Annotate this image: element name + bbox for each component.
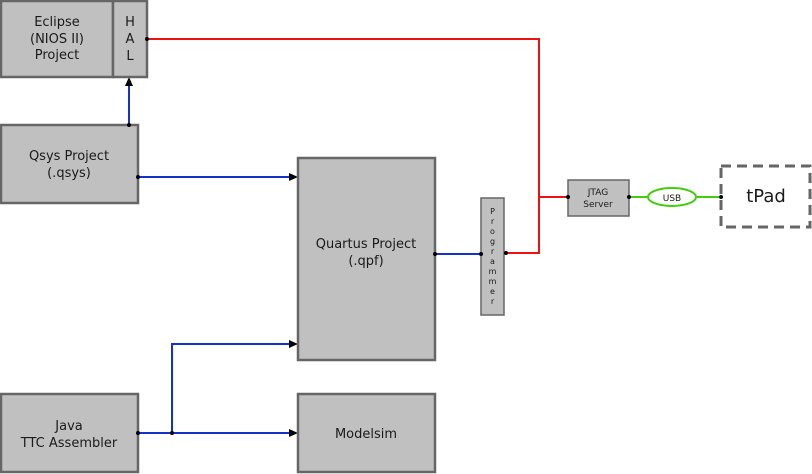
junction-dot [127, 123, 131, 127]
edge-hal-to-jtag [147, 38, 568, 198]
arrowhead [125, 77, 133, 86]
junction-dot [170, 431, 174, 435]
junction-dot [566, 195, 570, 199]
programmer-letter: r [491, 297, 495, 306]
eclipse-line-3: Project [35, 48, 79, 63]
qsys-line-1: Qsys Project [29, 149, 109, 164]
quartus-line-2: (.qpf) [348, 254, 383, 269]
node-usb[interactable]: USB [647, 187, 697, 207]
junction-dot [433, 252, 437, 256]
node-eclipse-project[interactable]: Eclipse (NIOS II) Project [0, 0, 115, 79]
junction-dot [136, 175, 140, 179]
modelsim-label: Modelsim [335, 427, 397, 442]
eclipse-line-1: Eclipse [34, 15, 80, 30]
programmer-letter: e [490, 287, 495, 296]
node-qsys-project[interactable]: Qsys Project (.qsys) [0, 123, 140, 205]
java-line-1: Java [54, 419, 82, 434]
junction-dot [504, 251, 508, 255]
edge-java-to-quartus [138, 343, 290, 434]
junction-dot [719, 195, 723, 199]
node-tpad[interactable]: tPad [719, 164, 812, 229]
node-java-ttc-assembler[interactable]: Java TTC Assembler [0, 392, 140, 474]
hal-letter: A [126, 32, 135, 47]
arrowhead [289, 173, 298, 181]
node-modelsim[interactable]: Modelsim [296, 392, 437, 474]
node-quartus-project[interactable]: Quartus Project (.qpf) [296, 156, 437, 362]
arrowhead [289, 429, 298, 437]
edge-programmer-to-jtag [506, 197, 540, 254]
java-line-2: TTC Assembler [20, 436, 118, 451]
node-jtag-server[interactable]: JTAG Server [567, 179, 630, 217]
hal-letter: L [126, 49, 134, 64]
programmer-letter: o [490, 227, 495, 236]
programmer-letter: m [489, 267, 497, 276]
junction-dot [627, 195, 631, 199]
junction-dot [479, 252, 483, 256]
tpad-label: tPad [746, 186, 786, 207]
node-hal[interactable]: H A L [111, 0, 149, 79]
eclipse-line-2: (NIOS II) [30, 32, 84, 47]
programmer-letter: g [490, 237, 495, 246]
jtag-line-2: Server [583, 200, 613, 210]
qsys-line-2: (.qsys) [47, 166, 91, 181]
jtag-line-1: JTAG [587, 188, 608, 198]
junction-dot [145, 37, 149, 41]
programmer-letter: m [489, 277, 497, 286]
junction-dot [136, 431, 140, 435]
programmer-letter: r [491, 247, 495, 256]
hal-letter: H [125, 15, 135, 30]
usb-label: USB [663, 194, 681, 204]
programmer-letter: r [491, 217, 495, 226]
programmer-letter: P [490, 207, 495, 216]
arrowhead [289, 340, 298, 348]
quartus-line-1: Quartus Project [316, 237, 417, 252]
programmer-letter: a [490, 257, 495, 266]
